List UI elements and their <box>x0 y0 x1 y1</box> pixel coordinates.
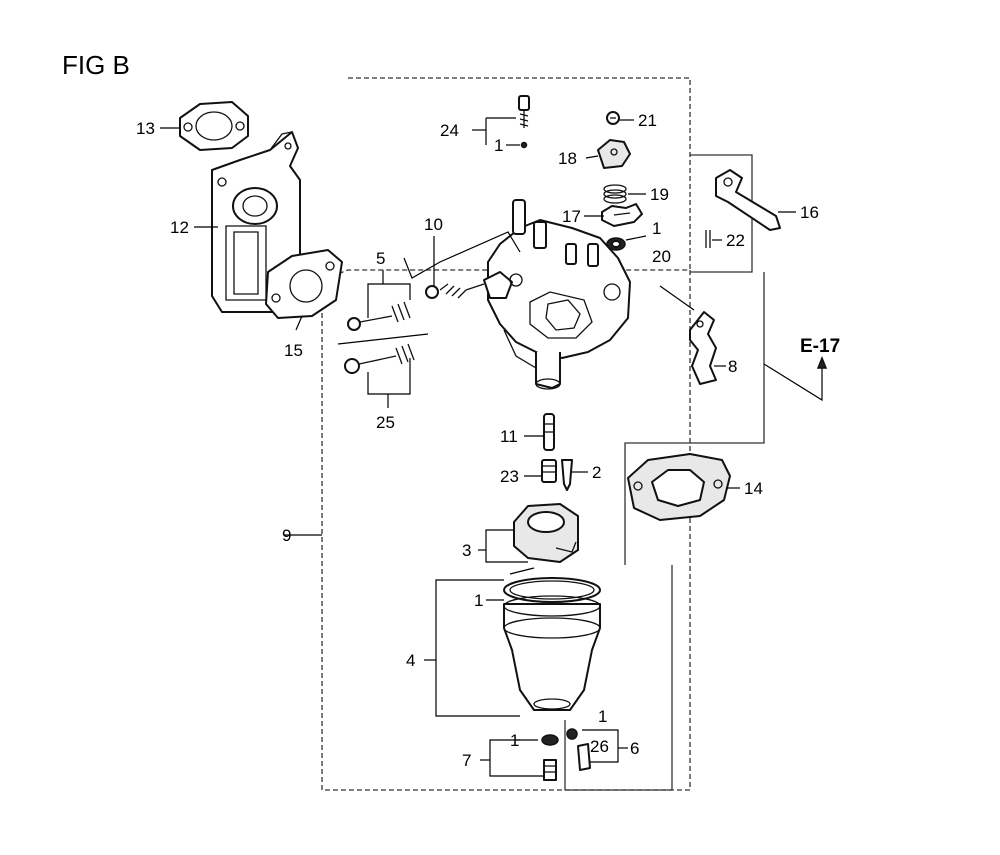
callout-1-a: 1 <box>494 136 503 155</box>
main-assembly-frame <box>321 77 691 791</box>
part-7-bolt <box>541 734 559 781</box>
callout-22: 22 <box>726 231 745 250</box>
callout-5: 5 <box>376 249 385 268</box>
part-11-jet <box>543 413 555 451</box>
callout-1-d: 1 <box>598 707 607 726</box>
callout-19: 19 <box>650 185 669 204</box>
part-4-float-bowl <box>503 577 601 711</box>
callout-3: 3 <box>462 541 471 560</box>
part-2-float-needle <box>561 459 573 491</box>
callout-18: 18 <box>558 149 577 168</box>
part-17-diaphragm <box>601 203 643 227</box>
part-18-cover <box>597 139 631 169</box>
callout-4: 4 <box>406 651 415 670</box>
figure-title: FIG B <box>62 50 130 80</box>
part-15-gasket <box>265 249 343 319</box>
part-25-screw-set <box>344 343 415 374</box>
callout-20: 20 <box>652 247 671 266</box>
drain-area-frame <box>564 720 672 791</box>
callout-21: 21 <box>638 111 657 130</box>
callout-26: 26 <box>590 737 609 756</box>
callout-15: 15 <box>284 341 303 360</box>
part-3-float <box>513 503 579 563</box>
insulator-area-frame <box>624 272 765 565</box>
callout-2: 2 <box>592 463 601 482</box>
callout-17: 17 <box>562 207 581 226</box>
part-8-gasket <box>689 311 717 385</box>
part-10-idle-screw <box>425 283 485 299</box>
callout-14: 14 <box>744 479 763 498</box>
part-20-oring <box>606 237 626 251</box>
part-19-spring <box>603 184 627 204</box>
callout-12: 12 <box>170 218 189 237</box>
callout-13: 13 <box>136 119 155 138</box>
reference-e17: E-17 <box>800 336 840 357</box>
callout-24: 24 <box>440 121 459 140</box>
part-24-screw <box>518 95 530 149</box>
callout-8: 8 <box>728 357 737 376</box>
callout-23: 23 <box>500 467 519 486</box>
callout-7: 7 <box>462 751 471 770</box>
callout-1-c: 1 <box>474 591 483 610</box>
choke-area-frame <box>690 154 753 273</box>
part-13-gasket <box>179 101 249 151</box>
part-16-choke-lever <box>705 169 781 248</box>
callout-9: 9 <box>282 526 291 545</box>
callout-25: 25 <box>376 413 395 432</box>
part-5-pilot-screw <box>347 301 411 331</box>
carburetor-body <box>483 199 631 390</box>
leader-lines <box>160 117 828 777</box>
callout-10: 10 <box>424 215 443 234</box>
part-23-nozzle <box>541 459 557 483</box>
part-26-drain-screw <box>566 728 591 771</box>
callout-1-b: 1 <box>652 219 661 238</box>
callout-16: 16 <box>800 203 819 222</box>
part-14-insulator <box>627 453 731 521</box>
callout-11: 11 <box>500 427 518 446</box>
part-21-screw <box>606 111 620 125</box>
callout-1-e: 1 <box>510 731 519 750</box>
callout-6: 6 <box>630 739 639 758</box>
